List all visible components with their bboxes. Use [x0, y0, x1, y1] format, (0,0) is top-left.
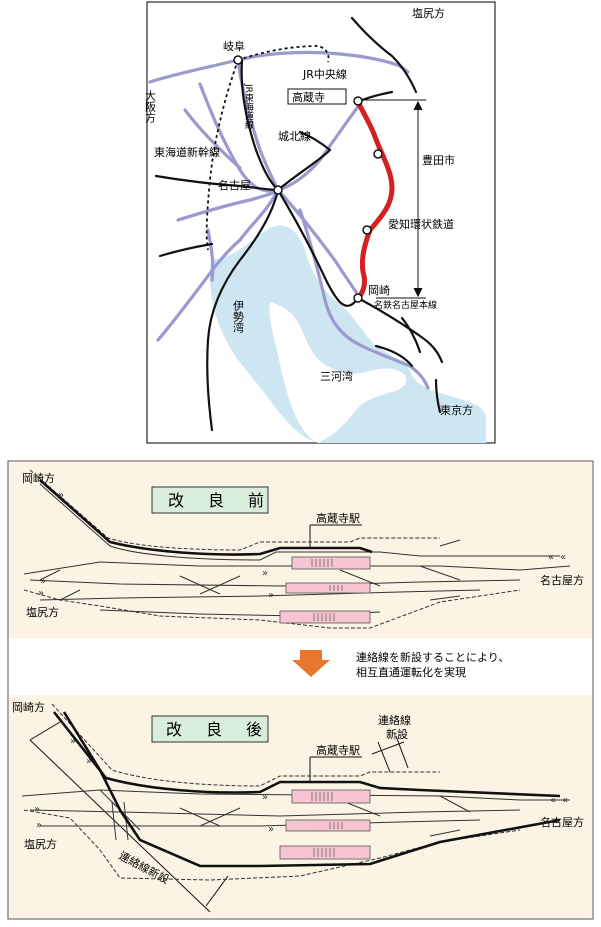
dotted-lines [205, 45, 330, 251]
note-line-1: 連絡線を新設することにより、 [356, 650, 509, 664]
map-label-ise-bay: 伊勢湾 [232, 300, 245, 334]
svg-text:»: » [268, 590, 274, 601]
after-title: 改 良 後 [166, 720, 266, 739]
aikan-line [355, 99, 395, 301]
after-label-shiojiri: 塩尻方 [24, 837, 57, 851]
toyota-dimension [362, 99, 426, 299]
other-lines [154, 16, 444, 432]
after-label-link-b: 新設 [386, 727, 408, 741]
map-label-jr-chuo: JR中央線 [302, 67, 347, 81]
map-label-jr-tokaido: JR東海道線 [243, 83, 254, 129]
station-mid1 [373, 149, 383, 159]
map-label-nagoya: 名古屋 [218, 178, 251, 192]
after-title-box [151, 715, 269, 743]
map-label-meitetsu: 名鉄名古屋本線 [374, 299, 437, 311]
ise-bay-water [209, 225, 487, 443]
before-label-nagoya: 名古屋方 [540, 573, 584, 587]
station-nagoya [273, 185, 283, 195]
map-label-osaka: 大阪方 [144, 89, 157, 123]
svg-text:»: » [40, 576, 46, 587]
station-gifu [233, 55, 243, 65]
map-label-aikan: 愛知環状鉄道 [388, 217, 454, 231]
svg-text:»: » [36, 820, 42, 831]
map-label-tokyo: 東京方 [440, 403, 473, 417]
down-arrow [292, 650, 330, 677]
after-label-station: 高蔵寺駅 [316, 743, 360, 757]
takakuraji-label-box [287, 88, 347, 105]
map-label-gifu: 岐阜 [223, 40, 245, 53]
station-okazaki [353, 293, 363, 303]
before-diagram: 改 良 前 岡崎方 高蔵寺駅 名古屋方 塩尻方 [22, 469, 584, 629]
svg-text:«: « [560, 552, 566, 563]
map-stations [233, 55, 383, 303]
svg-text:»: » [86, 756, 92, 767]
before-label-station: 高蔵寺駅 [316, 511, 360, 525]
after-panel-bg [9, 695, 592, 918]
after-platform-3 [279, 845, 371, 860]
after-platform-2 [285, 819, 371, 832]
svg-text:»: » [70, 736, 76, 747]
map-label-shinkansen: 東海道新幹線 [154, 145, 220, 159]
svg-text:»: » [34, 804, 40, 815]
transition: 連絡線を新設することにより、 相互直通運転化を実現 [292, 650, 509, 679]
note-line-2: 相互直通運転化を実現 [356, 665, 466, 679]
svg-text:«: « [550, 795, 556, 806]
before-panel-bg [9, 462, 592, 638]
map-label-toyota: 豊田市 [422, 153, 455, 167]
after-platform-1 [291, 789, 371, 804]
before-title-box [151, 486, 269, 514]
chita-peninsula [269, 302, 407, 443]
map-label-takakuraji: 高蔵寺 [292, 90, 325, 104]
map-label-johoku: 城北線 [278, 129, 311, 143]
station-takakuraji [353, 96, 363, 106]
after-diagram: 改 良 後 岡崎方 高蔵寺駅 連絡線 新設 塩尻方 名古屋方 連絡線新設 [12, 700, 584, 913]
map-label-mikawa-bay: 三河湾 [320, 369, 353, 383]
before-platform-2 [285, 582, 371, 594]
route-map: 塩尻方 岐阜 JR中央線 高蔵寺 大阪方 JR東海道線 城北線 東海道新幹線 豊… [144, 1, 496, 444]
before-label-okazaki: 岡崎方 [22, 471, 55, 485]
svg-text:»: » [268, 824, 274, 835]
map-label-okazaki: 岡崎 [368, 283, 390, 297]
svg-text:«: « [548, 552, 554, 563]
station-mid2 [362, 225, 372, 235]
before-platform-1 [291, 556, 371, 570]
svg-text:»: » [262, 568, 268, 579]
before-platform-3 [279, 610, 371, 624]
after-label-link-a: 連絡線 [378, 713, 411, 727]
svg-text:»: » [58, 490, 64, 501]
svg-text:»: » [38, 588, 44, 599]
before-title: 改 良 前 [168, 491, 268, 510]
svg-text:»: » [262, 792, 268, 803]
after-label-okazaki: 岡崎方 [12, 700, 45, 714]
map-label-shiojiri: 塩尻方 [412, 6, 445, 20]
after-label-nagoya: 名古屋方 [540, 815, 584, 829]
before-label-shiojiri: 塩尻方 [26, 605, 59, 619]
svg-text:«: « [562, 795, 568, 806]
jr-lines [148, 50, 430, 390]
